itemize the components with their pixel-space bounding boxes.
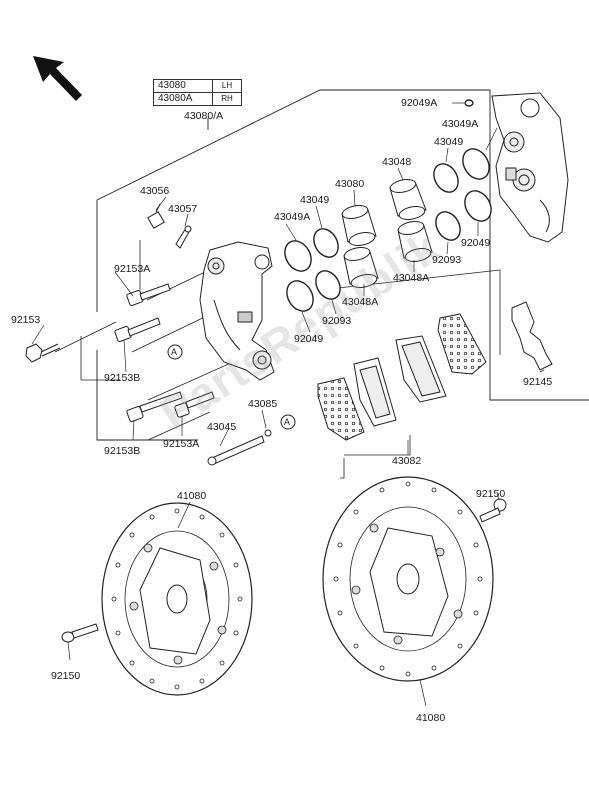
bleeder-valve — [147, 203, 192, 249]
part-label: 92049 — [294, 333, 324, 345]
caliper-right-half — [491, 92, 569, 243]
part-label: 92049A — [401, 97, 438, 109]
part-label: 43049 — [300, 194, 330, 206]
variant-side-cell: RH — [212, 92, 242, 106]
variant-key-row: 43080 LH — [153, 79, 242, 93]
part-label: 92145 — [523, 376, 553, 388]
leader-lines — [31, 102, 545, 707]
part-label: 43048A — [342, 296, 379, 308]
variant-side-cell: LH — [212, 79, 242, 93]
part-label: 43080/A — [184, 110, 224, 122]
part-label: 43085 — [248, 398, 278, 410]
caliper-left-half — [199, 241, 275, 381]
variant-key-table: 43080 LH 43080A RH — [153, 79, 242, 106]
caliper-pistons — [341, 179, 433, 288]
direction-arrow-icon — [33, 56, 82, 101]
pad-spring — [511, 301, 553, 371]
brake-disc-right — [322, 476, 494, 682]
part-label: 41080 — [177, 490, 207, 502]
part-label: 92150 — [51, 670, 81, 682]
part-label: 41080 — [416, 712, 446, 724]
brake-pads — [317, 313, 487, 441]
disc-bolts — [61, 498, 507, 643]
part-label: 43082 — [392, 455, 422, 467]
variant-part-cell: 43080A — [153, 92, 213, 106]
part-label: 43045 — [207, 421, 237, 433]
brake-disc-left — [101, 502, 253, 696]
variant-key-row: 43080A RH — [153, 92, 242, 106]
part-label: 92150 — [476, 488, 506, 500]
part-label: 92049 — [461, 237, 491, 249]
reference-markers — [167, 344, 296, 430]
part-label: 43049A — [442, 118, 479, 130]
caliper-bolts — [25, 283, 272, 466]
part-label: 43080 — [335, 178, 365, 190]
reference-marker-label: A — [171, 347, 178, 357]
part-label: 43049A — [274, 211, 311, 223]
part-label: 43057 — [168, 203, 198, 215]
part-label: 92093 — [432, 254, 462, 266]
variant-part-cell: 43080 — [153, 79, 213, 93]
caliper-seals — [284, 99, 492, 312]
reference-marker-label: A — [284, 417, 291, 427]
part-label: 92153B — [104, 372, 141, 384]
part-label: 43048A — [393, 272, 430, 284]
part-label: 92153A — [114, 263, 151, 275]
pad-group-frame — [319, 269, 501, 479]
part-label: 92153A — [163, 438, 200, 450]
part-label: 43049 — [434, 136, 464, 148]
part-label: 43048 — [382, 156, 412, 168]
part-label: 43056 — [140, 185, 170, 197]
part-label: 92153 — [11, 314, 41, 326]
part-label: 92153B — [104, 445, 141, 457]
part-label: 92093 — [322, 315, 352, 327]
